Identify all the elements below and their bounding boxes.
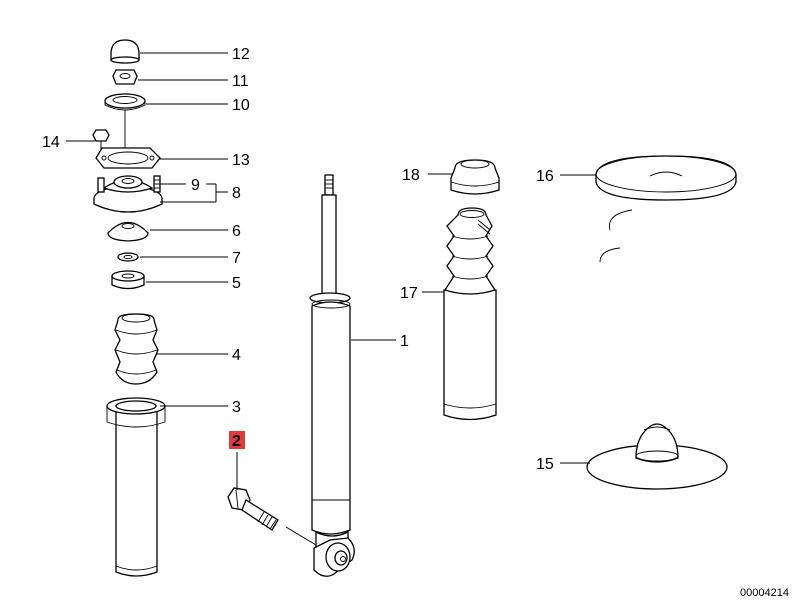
part-2-bolt[interactable] — [227, 487, 279, 531]
part-17-boot[interactable] — [443, 207, 497, 421]
callout-12[interactable]: 12 — [232, 46, 250, 63]
highlight-box — [229, 431, 245, 449]
callout-7[interactable]: 7 — [232, 250, 241, 267]
callout-16[interactable]: 16 — [536, 168, 554, 185]
coil-spring[interactable] — [592, 203, 722, 402]
callout-2-highlighted[interactable]: 2 — [229, 431, 245, 450]
part-5-bushing[interactable] — [111, 270, 145, 290]
bolt-axis-line — [285, 526, 317, 546]
part-10-washer[interactable] — [104, 93, 146, 111]
part-8-strut-mount[interactable] — [93, 175, 163, 213]
callout-15[interactable]: 15 — [536, 456, 554, 473]
part-13-gasket[interactable] — [95, 147, 161, 169]
part-11-nut[interactable] — [112, 69, 138, 85]
leader-lines — [66, 52, 596, 490]
callout-18[interactable]: 18 — [402, 167, 420, 184]
callout-labels: 12 11 10 14 13 9 8 6 7 5 4 3 2 1 18 17 1… — [42, 46, 554, 473]
callout-11[interactable]: 11 — [232, 73, 249, 90]
callout-1[interactable]: 1 — [400, 333, 409, 350]
part-18-bump-cap[interactable] — [450, 159, 500, 195]
part-16-spring-pad[interactable] — [595, 155, 737, 201]
part-3-dust-boot[interactable] — [106, 397, 166, 577]
part-12-cap[interactable] — [110, 39, 140, 64]
part-7-washer[interactable] — [117, 252, 139, 262]
part-15-lower-pad[interactable] — [586, 423, 728, 490]
callout-2[interactable]: 2 — [232, 433, 241, 450]
callout-6[interactable]: 6 — [232, 223, 241, 240]
callout-8[interactable]: 8 — [232, 185, 241, 202]
callout-17[interactable]: 17 — [400, 285, 418, 302]
callout-4[interactable]: 4 — [232, 347, 241, 364]
part-4-bump-stop[interactable] — [114, 313, 159, 385]
callout-10[interactable]: 10 — [232, 97, 250, 114]
callout-9[interactable]: 9 — [191, 177, 200, 194]
callout-14[interactable]: 14 — [42, 134, 60, 151]
part-6-seat[interactable] — [107, 221, 149, 242]
callout-5[interactable]: 5 — [232, 275, 241, 292]
part-1-shock-absorber[interactable] — [309, 174, 355, 577]
callout-3[interactable]: 3 — [232, 399, 241, 416]
catalog-number: 00004214 — [740, 587, 789, 599]
callout-13[interactable]: 13 — [232, 152, 250, 169]
